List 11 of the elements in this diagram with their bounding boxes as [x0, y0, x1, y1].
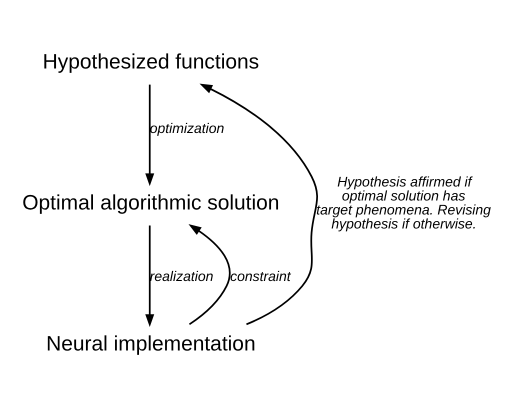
node-text: Hypothesized functions: [42, 50, 260, 74]
arrow: [145, 84, 154, 186]
edge-label: Hypothesis affirmed if optimal solution has target phenomena. Revising hypothesis if otherwise.: [316, 174, 491, 232]
node-text: Optimal algorithmic solution: [22, 192, 280, 215]
edge-label: realization: [150, 268, 214, 284]
arrow: [145, 226, 154, 328]
edge-label: optimization: [150, 120, 224, 136]
arrow: [200, 84, 318, 326]
arrow: [188, 224, 231, 326]
node-text: Neural implementation: [46, 332, 256, 356]
edge-label: constraint: [230, 268, 291, 284]
